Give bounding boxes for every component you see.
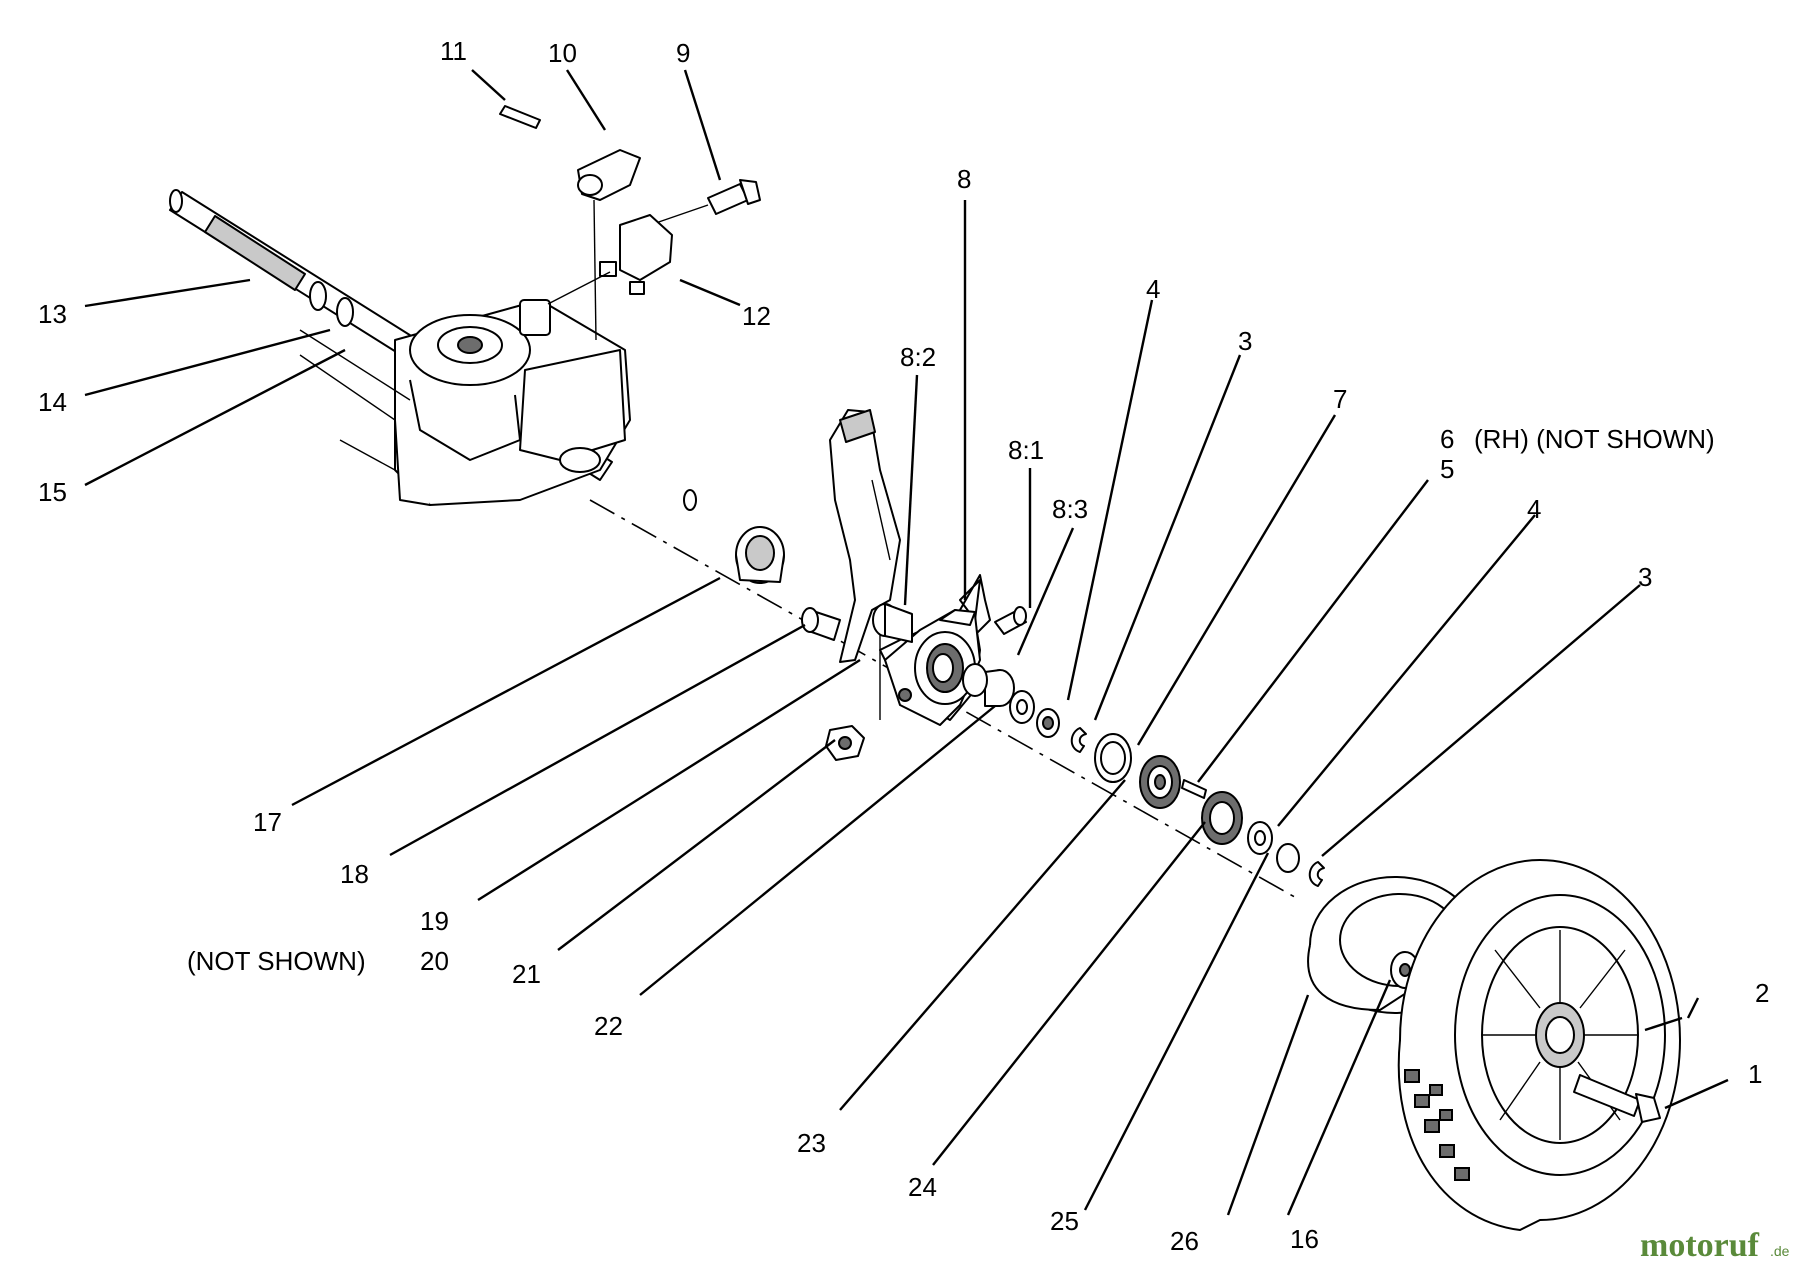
watermark-text: motoruf: [1640, 1227, 1760, 1264]
label-23: 23: [797, 1128, 826, 1158]
label-8-1: 8:1: [1008, 435, 1044, 465]
cam-lever-10: [577, 149, 641, 201]
bushing-17: [735, 526, 785, 584]
label-5: 5: [1440, 454, 1454, 484]
bracket-12: [599, 214, 673, 295]
label-19: 19: [420, 906, 449, 936]
bushing-22: [962, 663, 988, 697]
label-3-lower: 3: [1638, 562, 1652, 592]
wheel-bolt-1: [1573, 1074, 1661, 1123]
label-6: 6: [1440, 424, 1454, 454]
label-15: 15: [38, 477, 67, 507]
label-11: 11: [440, 36, 467, 66]
label-2: 2: [1755, 978, 1769, 1008]
pinion-25: [1201, 791, 1243, 845]
screw-8-1: [994, 606, 1027, 635]
bushing-8-3: [984, 669, 1015, 707]
label-8-3: 8:3: [1052, 494, 1088, 524]
washer-near-plate: [1036, 708, 1060, 738]
label-6-note: (RH) (NOT SHOWN): [1474, 424, 1715, 454]
cam-lever-guide-line: [593, 199, 597, 341]
label-8-2: 8:2: [900, 342, 936, 372]
label-4-lower: 4: [1527, 494, 1541, 524]
label-9: 9: [676, 38, 690, 68]
retaining-ring-3-inner: [1070, 727, 1087, 753]
label-26: 26: [1170, 1226, 1199, 1256]
wheel-2: [1397, 859, 1681, 1231]
bolt-9: [707, 179, 761, 215]
label-14: 14: [38, 387, 67, 417]
leader-lines: [84, 69, 1729, 1216]
pivot-pin-11: [499, 105, 541, 129]
label-18: 18: [340, 859, 369, 889]
pivot-plate-8: [879, 574, 991, 726]
label-17: 17: [253, 807, 282, 837]
label-21: 21: [512, 959, 541, 989]
transmission-housing: [299, 299, 631, 506]
label-25: 25: [1050, 1206, 1079, 1236]
bearing-7: [1094, 733, 1132, 783]
label-20: 20: [420, 946, 449, 976]
label-8: 8: [957, 164, 971, 194]
washer-4-outer: [1247, 821, 1273, 855]
label-1: 1: [1748, 1059, 1762, 1089]
label-20-note: (NOT SHOWN): [187, 946, 366, 976]
bolt-18: [801, 607, 841, 641]
label-16: 16: [1290, 1224, 1319, 1254]
label-24: 24: [908, 1172, 937, 1202]
label-10: 10: [548, 38, 577, 68]
pin-5: [1181, 779, 1207, 799]
label-12: 12: [742, 301, 771, 331]
height-adjust-bracket-19: [829, 409, 901, 720]
label-3-upper: 3: [1238, 326, 1252, 356]
retaining-ring-3-outer: [1308, 861, 1325, 887]
watermark-logo: motoruf .de: [1640, 1227, 1790, 1264]
label-4-upper: 4: [1146, 274, 1160, 304]
spacer-near-wheel: [1276, 843, 1300, 873]
label-22: 22: [594, 1011, 623, 1041]
watermark-suffix: .de: [1770, 1243, 1790, 1259]
washer-4-inner: [1009, 690, 1035, 724]
label-13: 13: [38, 299, 67, 329]
stud-8-2: [872, 603, 913, 643]
label-7: 7: [1333, 384, 1347, 414]
gear-24: [1139, 755, 1181, 809]
